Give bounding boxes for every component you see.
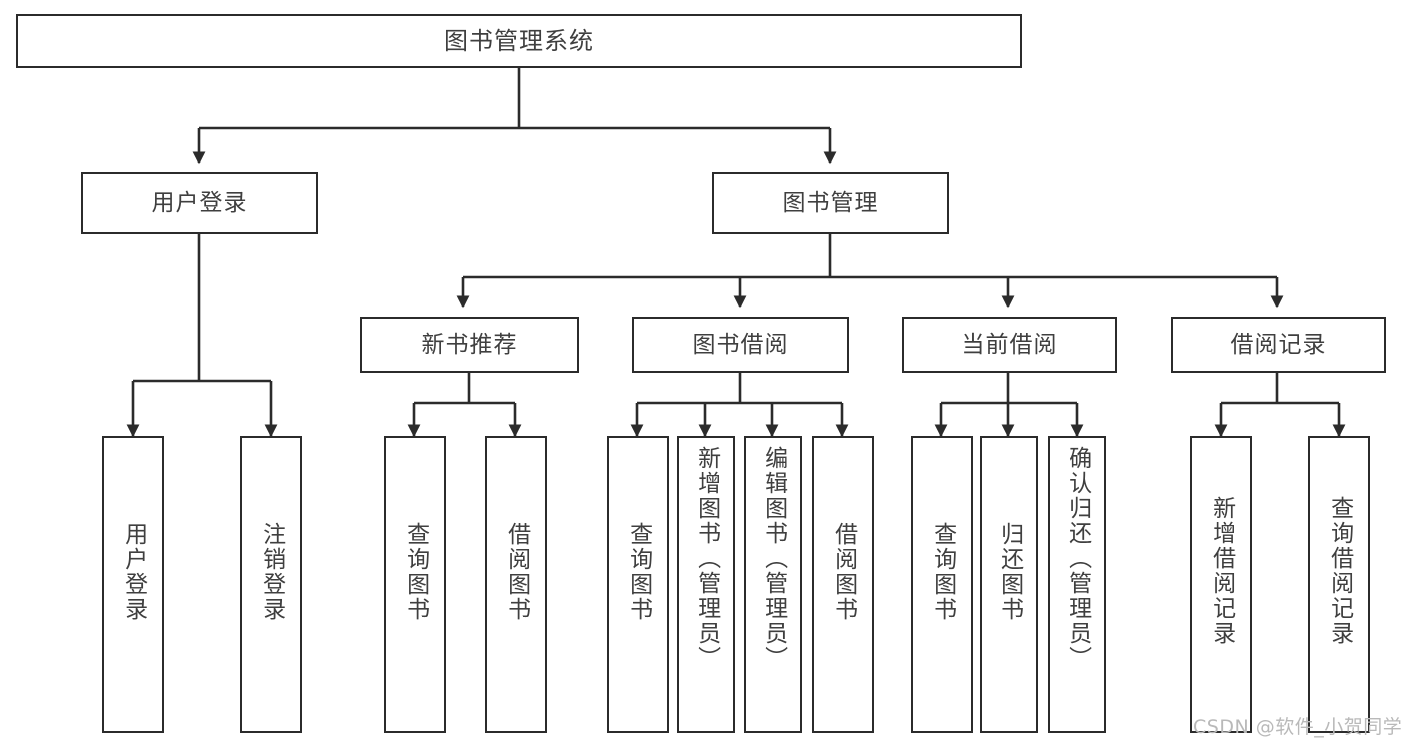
node-label: 查询图书 bbox=[625, 522, 652, 622]
node-label: 用户登录 bbox=[120, 522, 147, 622]
node-label: 图书管理 bbox=[782, 189, 879, 216]
node-user-login[interactable]: 用户登录 bbox=[81, 172, 318, 234]
node-label: 归还图书 bbox=[996, 522, 1023, 622]
leaf-book-borrow-edit[interactable]: 编辑图书（管理员） bbox=[744, 436, 802, 733]
leaf-new-book-borrow[interactable]: 借阅图书 bbox=[485, 436, 547, 733]
leaf-book-borrow-add[interactable]: 新增图书（管理员） bbox=[677, 436, 735, 733]
node-label: 查询借阅记录 bbox=[1326, 496, 1353, 646]
node-label: 当前借阅 bbox=[961, 331, 1058, 358]
node-label: 图书管理系统 bbox=[444, 27, 594, 55]
node-label: 编辑图书（管理员） bbox=[760, 446, 787, 671]
node-label: 用户登录 bbox=[151, 189, 248, 216]
node-label: 新增图书（管理员） bbox=[693, 446, 720, 671]
node-root-system[interactable]: 图书管理系统 bbox=[16, 14, 1022, 68]
node-label: 借阅图书 bbox=[830, 522, 857, 622]
leaf-new-book-query[interactable]: 查询图书 bbox=[384, 436, 446, 733]
csdn-watermark: CSDN @软件_小贺同学 bbox=[1193, 716, 1403, 738]
leaf-borrow-record-query[interactable]: 查询借阅记录 bbox=[1308, 436, 1370, 733]
node-label: 确认归还（管理员） bbox=[1064, 446, 1091, 671]
node-label: 借阅图书 bbox=[503, 522, 530, 622]
node-label: 新书推荐 bbox=[421, 331, 518, 358]
node-label: 查询图书 bbox=[929, 522, 956, 622]
node-new-book-recommend[interactable]: 新书推荐 bbox=[360, 317, 579, 373]
node-label: 借阅记录 bbox=[1230, 331, 1327, 358]
leaf-user-login-login[interactable]: 用户登录 bbox=[102, 436, 164, 733]
node-borrow-record[interactable]: 借阅记录 bbox=[1171, 317, 1386, 373]
node-label: 图书借阅 bbox=[692, 331, 789, 358]
node-book-management[interactable]: 图书管理 bbox=[712, 172, 949, 234]
node-label: 查询图书 bbox=[402, 522, 429, 622]
leaf-book-borrow-borrow[interactable]: 借阅图书 bbox=[812, 436, 874, 733]
leaf-borrow-record-add[interactable]: 新增借阅记录 bbox=[1190, 436, 1252, 733]
leaf-current-borrow-query[interactable]: 查询图书 bbox=[911, 436, 973, 733]
node-label: 新增借阅记录 bbox=[1208, 496, 1235, 646]
leaf-current-borrow-return[interactable]: 归还图书 bbox=[980, 436, 1038, 733]
leaf-book-borrow-query[interactable]: 查询图书 bbox=[607, 436, 669, 733]
leaf-current-borrow-confirm[interactable]: 确认归还（管理员） bbox=[1048, 436, 1106, 733]
leaf-user-login-logout[interactable]: 注销登录 bbox=[240, 436, 302, 733]
node-label: 注销登录 bbox=[258, 522, 285, 622]
node-current-borrow[interactable]: 当前借阅 bbox=[902, 317, 1117, 373]
node-book-borrow[interactable]: 图书借阅 bbox=[632, 317, 849, 373]
